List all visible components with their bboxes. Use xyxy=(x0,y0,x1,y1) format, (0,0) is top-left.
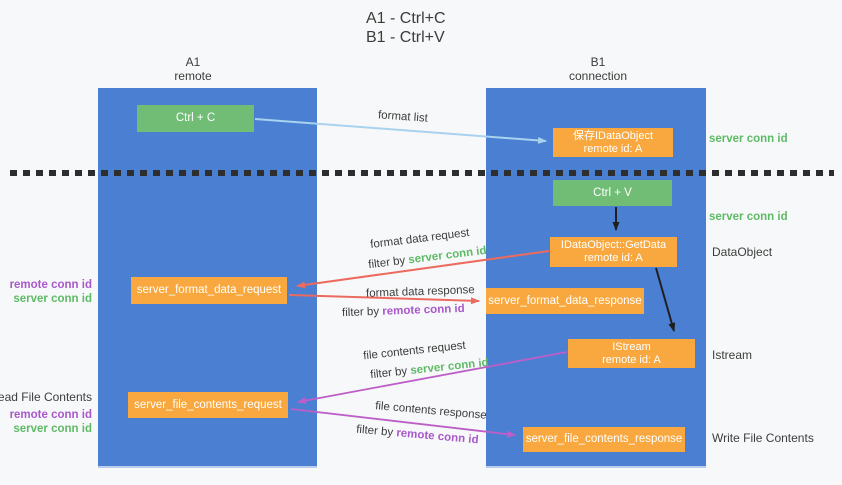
lane-header-a1: A1 remote xyxy=(148,55,238,83)
remote-conn-id-left-2: remote conn id xyxy=(9,409,92,421)
node-server-file-contents-response: server_file_contents_response xyxy=(523,427,685,452)
istream-line1: IStream xyxy=(612,340,651,353)
write-file-contents-label: Write File Contents xyxy=(712,431,814,445)
format-data-request-label: format data request xyxy=(369,226,471,252)
file-contents-response-label: file contents response xyxy=(374,400,488,422)
server-conn-id-text: server conn id xyxy=(409,356,490,377)
getdata-line2: remote id: A xyxy=(584,252,643,264)
server-conn-id-right-mid: server conn id xyxy=(709,211,788,223)
ctrl-v-label: Ctrl + V xyxy=(593,186,632,199)
dataobject-label: DataObject xyxy=(712,245,773,259)
server-file-contents-request-label: server_file_contents_request xyxy=(134,398,282,411)
file-contents-request-label: file contents request xyxy=(362,339,467,363)
title-line-1: A1 - Ctrl+C xyxy=(366,10,446,27)
node-server-format-data-response: server_format_data_response xyxy=(486,288,644,314)
server-conn-id-text: server conn id xyxy=(407,244,488,267)
server-conn-id-left-1: server conn id xyxy=(13,293,92,305)
node-ctrl-v: Ctrl + V xyxy=(553,180,672,206)
server-file-contents-response-label: server_file_contents_response xyxy=(525,433,683,445)
lane-a1-id: A1 xyxy=(185,55,201,69)
lane-header-b1: B1 connection xyxy=(553,55,643,83)
remote-conn-id-text: remote conn id xyxy=(382,302,465,318)
node-server-format-data-request: server_format_data_request xyxy=(131,277,287,304)
node-idataobject-getdata: IDataObject::GetData remote id: A xyxy=(550,237,677,267)
server-format-data-request-label: server_format_data_request xyxy=(136,284,282,296)
remote-conn-id-left-1: remote conn id xyxy=(9,279,92,291)
istream-line2: remote id: A xyxy=(602,353,661,366)
read-file-contents-label: Read File Contents xyxy=(0,390,92,404)
lane-b1-name: connection xyxy=(568,69,628,83)
filter-by-text: filter by xyxy=(369,365,408,382)
server-conn-id-right-top: server conn id xyxy=(709,133,788,145)
session-divider-dotted-line xyxy=(10,170,834,176)
node-ctrl-c: Ctrl + C xyxy=(137,105,254,132)
node-server-file-contents-request: server_file_contents_request xyxy=(128,392,288,418)
istream-side-label: Istream xyxy=(712,348,753,362)
filter-by-remote-conn-id-label-1: filter by remote conn id xyxy=(342,303,465,319)
format-data-response-label: format data response xyxy=(365,284,475,300)
save-idataobject-line2: remote id: A xyxy=(583,142,643,155)
read-file-contents-group: Read File Contents remote conn id server… xyxy=(0,390,92,436)
lane-a1-name: remote xyxy=(174,69,212,83)
filter-by-server-conn-id-label-2: filter by server conn id xyxy=(370,357,490,381)
save-idataobject-line1: 保存IDataObject xyxy=(572,129,654,142)
diagram-title: A1 - Ctrl+C B1 - Ctrl+V xyxy=(366,9,446,47)
filter-by-text: filter by xyxy=(341,305,380,320)
remote-conn-id-text: remote conn id xyxy=(395,427,480,447)
lane-b1-id: B1 xyxy=(590,55,606,69)
ctrl-c-label: Ctrl + C xyxy=(175,112,216,124)
filter-by-text: filter by xyxy=(367,254,406,272)
left-conn-id-group-1: remote conn id server conn id xyxy=(10,278,92,306)
node-istream: IStream remote id: A xyxy=(568,339,695,368)
server-conn-id-left-2: server conn id xyxy=(13,423,92,435)
filter-by-text: filter by xyxy=(355,423,394,439)
filter-by-remote-conn-id-label-2: filter by remote conn id xyxy=(356,424,479,447)
title-line-2: B1 - Ctrl+V xyxy=(366,29,445,46)
format-list-label: format list xyxy=(377,109,429,125)
server-format-data-response-label: server_format_data_response xyxy=(488,294,642,307)
getdata-line1: IDataObject::GetData xyxy=(560,239,667,251)
node-save-idataobject: 保存IDataObject remote id: A xyxy=(553,128,673,157)
